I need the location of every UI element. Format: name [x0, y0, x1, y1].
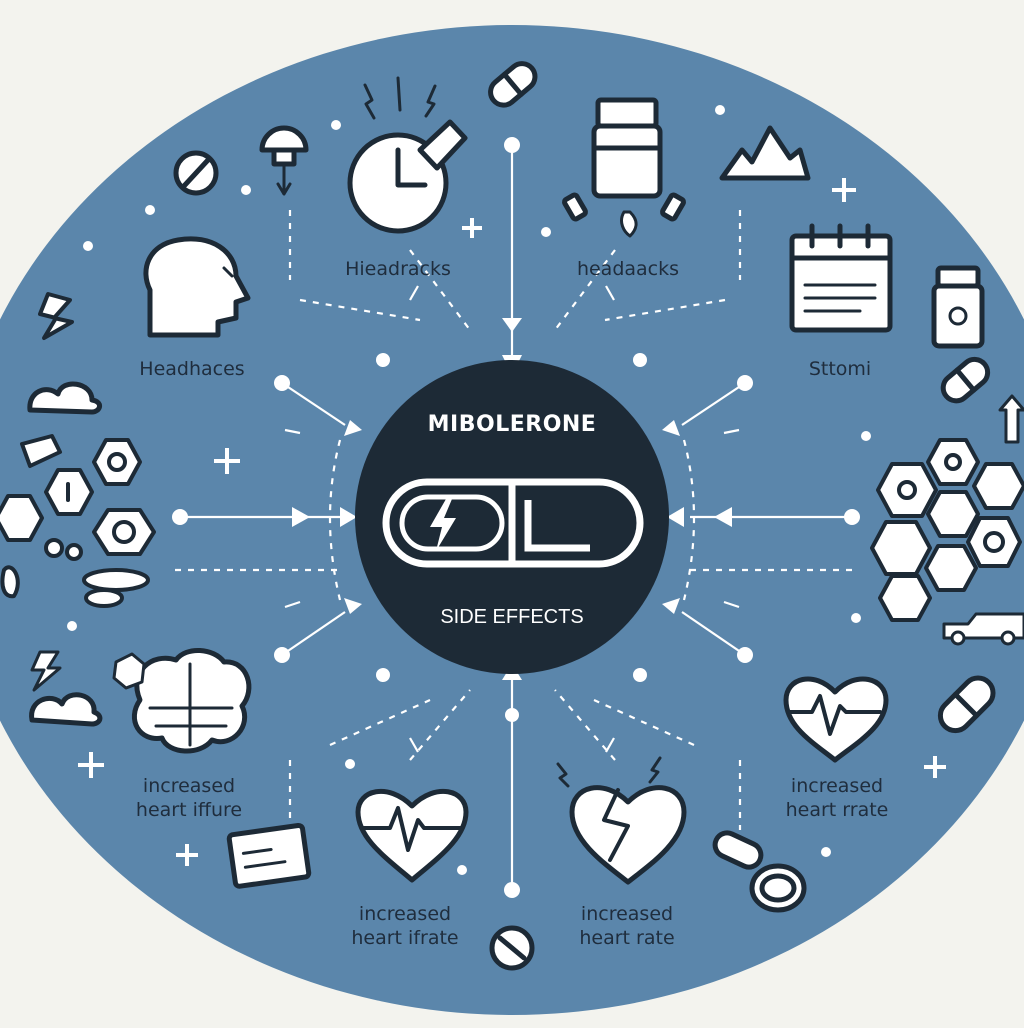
- sparkle-icon: [67, 621, 77, 631]
- card-icon: [226, 822, 312, 889]
- sparkle-icon: [241, 185, 251, 195]
- label-top-right: headaacks: [576, 258, 680, 280]
- node-dot: [504, 137, 520, 153]
- sparkle-icon: [541, 227, 551, 237]
- node-dot: [376, 668, 390, 682]
- sparkle-icon: [345, 759, 355, 769]
- bolt-icon: [38, 292, 74, 340]
- heart-rate-icon: [783, 676, 889, 763]
- sparkle-icon: [861, 431, 871, 441]
- arrow-head: [344, 420, 362, 436]
- sparkle-decor: [67, 105, 946, 875]
- plus-icon: [924, 756, 946, 778]
- cloud-icon: [29, 692, 103, 727]
- tablet-icon: [749, 863, 807, 913]
- arrow-head: [292, 507, 310, 527]
- node-dot: [737, 647, 753, 663]
- label-bottom-left-line1: increased: [142, 775, 236, 797]
- stopwatch-icon: [347, 76, 468, 234]
- sparkle-icon: [821, 847, 831, 857]
- node-dot: [633, 668, 647, 682]
- arrow-head: [344, 598, 362, 614]
- lamp-icon: [259, 125, 309, 196]
- label-bottom-center-left-line1: increased: [358, 903, 452, 925]
- pill-icon: [937, 675, 996, 734]
- sparkle-icon: [457, 865, 467, 875]
- label-bottom-right-line1: increased: [790, 775, 884, 797]
- connector-lines: [175, 145, 852, 890]
- bolt-icon: [430, 499, 456, 551]
- arrow-head: [714, 507, 732, 527]
- pill-icon: [488, 61, 538, 108]
- label-bottom-right-line2: heart rrate: [785, 799, 889, 821]
- broken-heart-icon: [556, 756, 687, 885]
- node-dot: [172, 509, 188, 525]
- label-bottom-left-line2: heart iffure: [135, 799, 243, 821]
- node-dot: [376, 353, 390, 367]
- medicine-bottle-icon: [562, 97, 686, 238]
- hub-title: MIBOLERONE: [427, 412, 597, 437]
- hexagon-cluster-icon: [0, 434, 156, 608]
- prohibit-icon: [489, 925, 535, 971]
- label-top-left: Hieadracks: [345, 258, 451, 280]
- node-dot: [633, 353, 647, 367]
- node-dot: [737, 375, 753, 391]
- sparkle-icon: [851, 613, 861, 623]
- bolt-icon: [30, 650, 62, 692]
- sparkle-icon: [83, 241, 93, 251]
- heart-rate-icon: [355, 788, 469, 883]
- node-dot: [844, 509, 860, 525]
- calendar-icon: [789, 223, 893, 333]
- arrow-head: [662, 420, 680, 436]
- label-left: Headhaces: [139, 358, 245, 380]
- node-dot: [274, 647, 290, 663]
- connector-nodes: [172, 137, 860, 898]
- node-dot: [505, 708, 519, 722]
- label-bottom-center-right-line2: heart rate: [579, 927, 675, 949]
- label-right: Sttomi: [808, 358, 872, 380]
- pill-icon: [712, 830, 764, 870]
- brain-icon: [112, 648, 252, 754]
- node-dot: [504, 882, 520, 898]
- sparkle-icon: [715, 105, 725, 115]
- head-profile-icon: [143, 236, 251, 338]
- mountain-icon: [719, 125, 811, 181]
- hexagon-cluster-icon: [870, 394, 1024, 622]
- plus-icon: [176, 844, 198, 866]
- label-bottom-center-right-line1: increased: [580, 903, 674, 925]
- node-dot: [274, 375, 290, 391]
- arrow-head: [340, 507, 357, 527]
- pill-icon: [940, 356, 991, 404]
- vehicle-icon: [942, 612, 1024, 646]
- sparkle-icon: [331, 120, 341, 130]
- cloud-icon: [27, 381, 102, 415]
- plus-icon: [78, 752, 104, 778]
- label-bottom-center-left-line2: heart ifrate: [351, 927, 459, 949]
- pill-bottle-icon: [931, 265, 985, 349]
- arrow-head: [502, 318, 522, 332]
- arrow-head: [662, 598, 680, 614]
- plus-icon: [214, 448, 240, 474]
- prohibit-icon: [173, 150, 219, 196]
- capsule-icon: [382, 478, 644, 568]
- sparkle-icon: [145, 205, 155, 215]
- arrow-head: [667, 507, 684, 527]
- plus-icon: [832, 178, 856, 202]
- hub-subtitle: SIDE EFFECTS: [440, 606, 584, 628]
- plus-icon: [462, 218, 482, 238]
